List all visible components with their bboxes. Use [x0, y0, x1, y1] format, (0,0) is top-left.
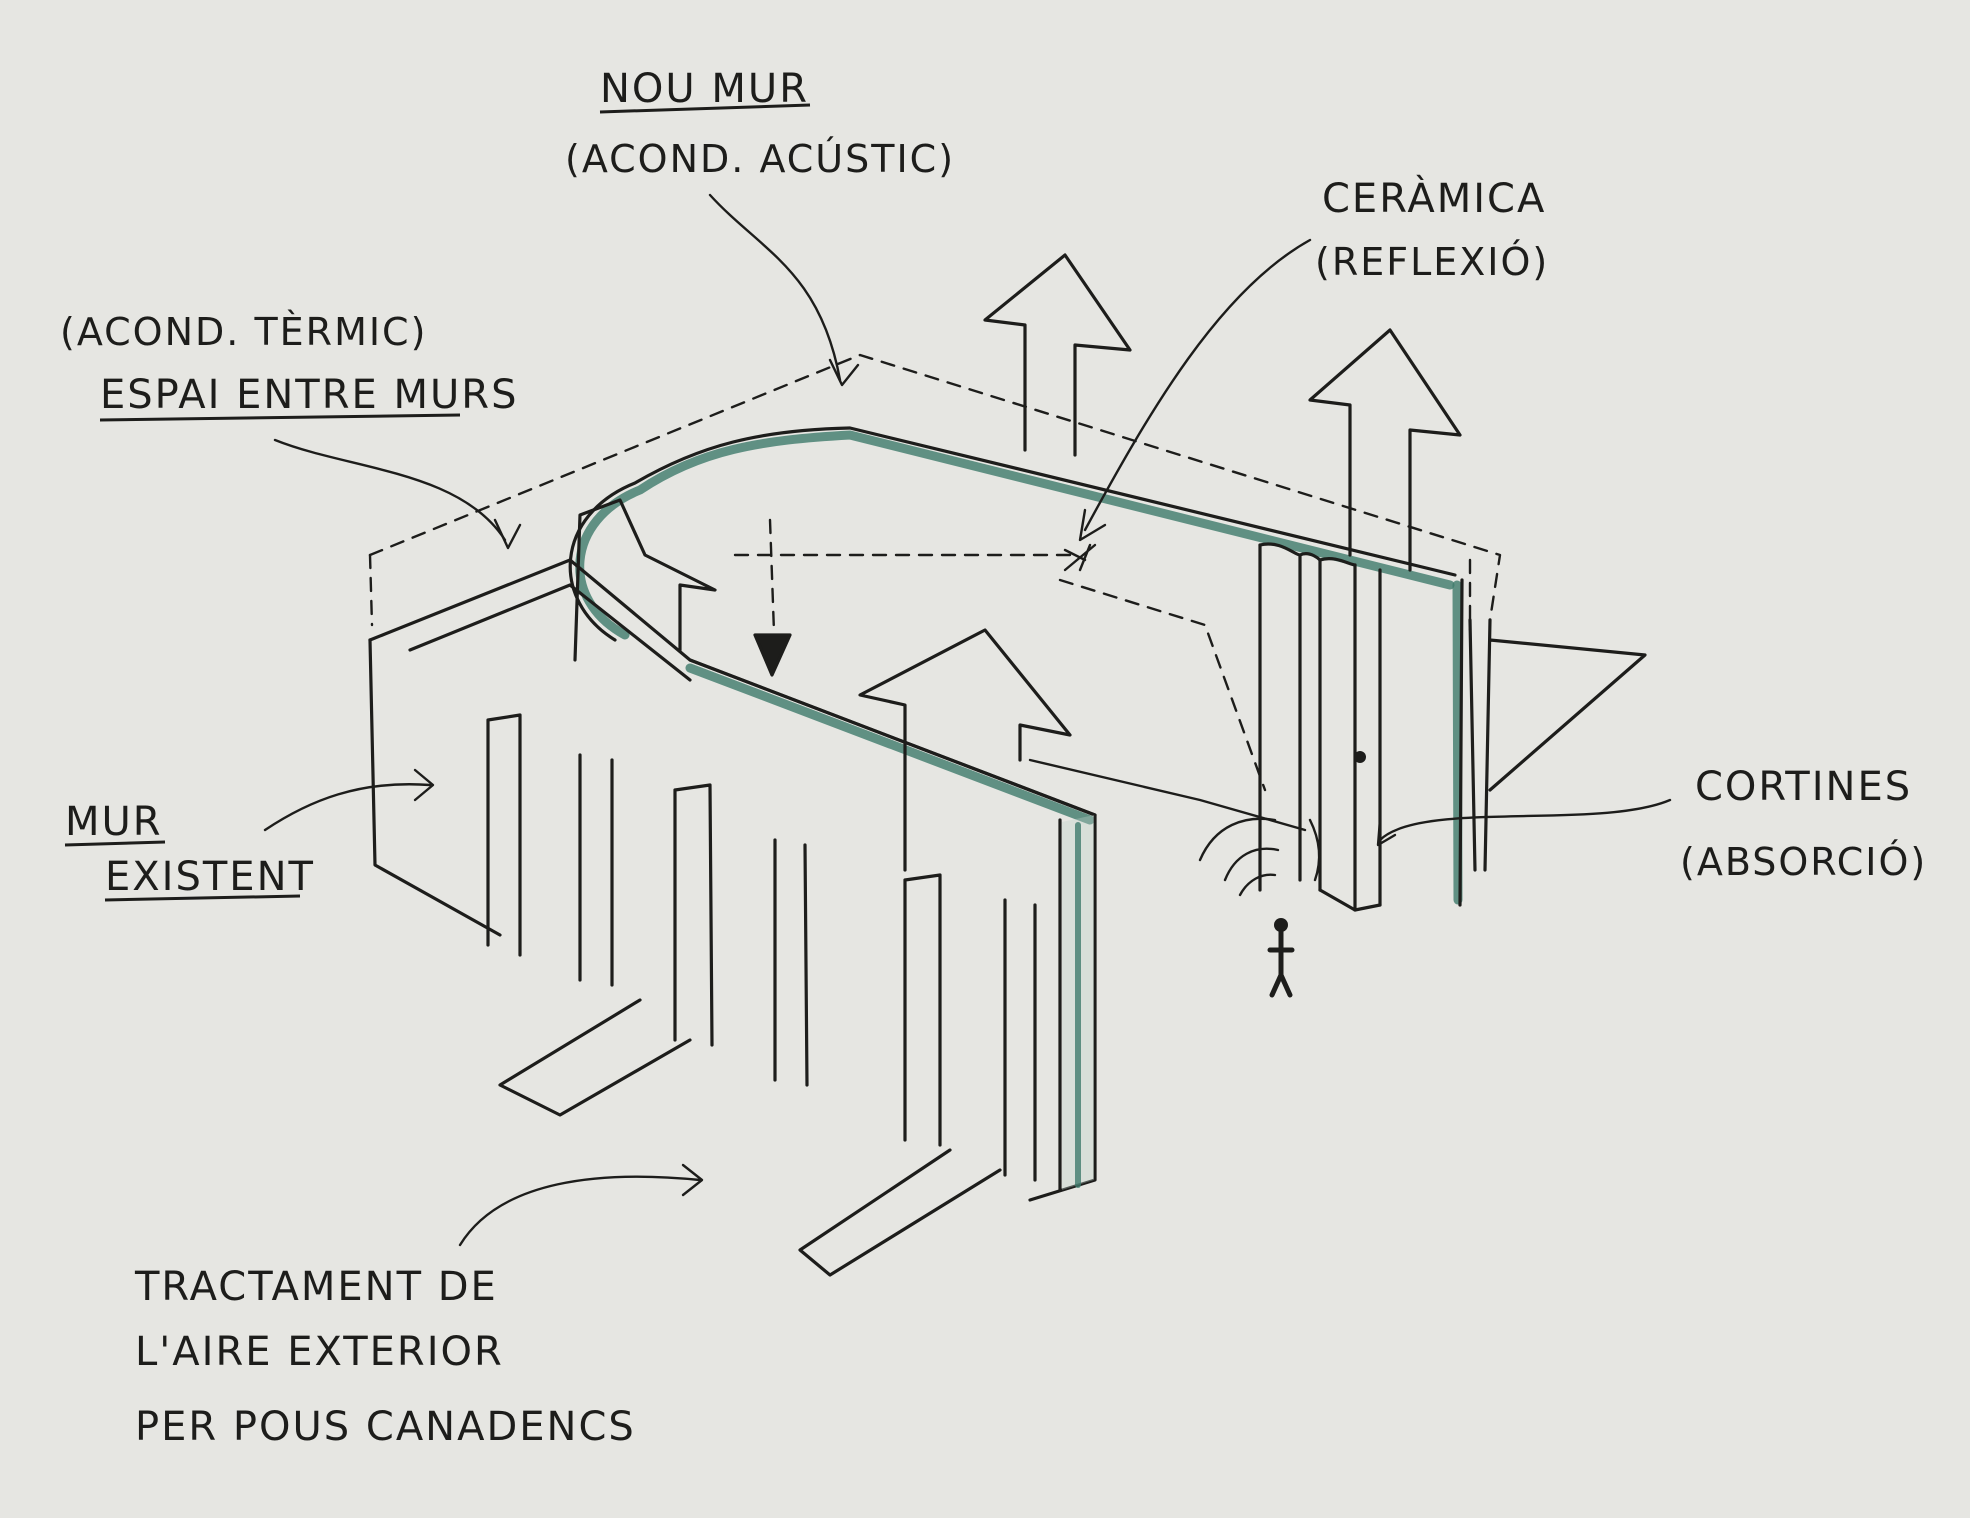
canadian-well-ducts: [498, 998, 1002, 1277]
ceramica-title: CERÀMICA: [1322, 174, 1546, 222]
pointer-arrows: [263, 193, 1672, 1247]
curtains-block: [1258, 542, 1647, 912]
tractament-line2: L'AIRE EXTERIOR: [135, 1329, 504, 1375]
cortines-title: CORTINES: [1695, 764, 1912, 810]
espai-title: ESPAI ENTRE MURS: [100, 372, 518, 418]
dashed-envelope: [368, 353, 1502, 632]
label-espai-entre-murs: (ACOND. TÈRMIC) ESPAI ENTRE MURS: [60, 310, 518, 422]
sound-source: [1198, 751, 1366, 998]
label-tractament: TRACTAMENT DE L'AIRE EXTERIOR PER POUS C…: [134, 1264, 636, 1450]
tractament-line1: TRACTAMENT DE: [134, 1264, 498, 1310]
label-ceramica: CERÀMICA (REFLEXIÓ): [1315, 174, 1549, 284]
label-cortines: CORTINES (ABSORCIÓ): [1680, 764, 1927, 884]
air-flow-arrows: [573, 253, 1462, 872]
reflection-lines: [753, 518, 1307, 832]
new-acoustic-wall: [568, 426, 1464, 907]
cortines-subtitle: (ABSORCIÓ): [1680, 840, 1927, 884]
label-nou-mur: NOU MUR (ACOND. ACÚSTIC): [565, 66, 955, 181]
label-mur-existent: MUR EXISTENT: [64, 799, 315, 902]
mur-existent-line1: MUR: [65, 799, 163, 845]
ceramica-subtitle: (REFLEXIÓ): [1315, 240, 1549, 284]
tractament-line3: PER POUS CANADENCS: [135, 1404, 636, 1450]
mur-existent-line2: EXISTENT: [105, 854, 315, 900]
nou-mur-title: NOU MUR: [600, 66, 809, 112]
existing-wall: [368, 558, 1097, 1202]
nou-mur-subtitle: (ACOND. ACÚSTIC): [565, 137, 955, 181]
espai-subtitle: (ACOND. TÈRMIC): [60, 310, 427, 354]
